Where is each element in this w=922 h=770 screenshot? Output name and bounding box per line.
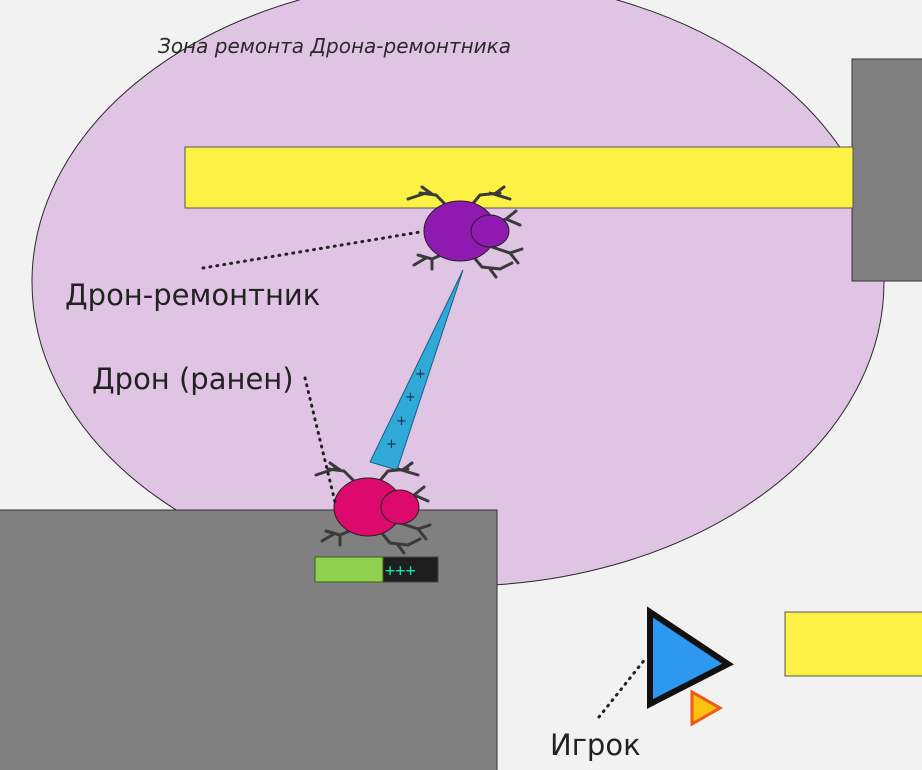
callout-injured-drone: [303, 376, 338, 508]
player-icon: [647, 606, 734, 709]
callout-player: [597, 656, 648, 719]
injured-drone-icon: [314, 461, 432, 555]
health-repair-marks: +++: [385, 561, 416, 581]
beam-mark: +: [386, 437, 397, 452]
zone-title: Зона ремонта Дрона-ремонтника: [158, 34, 511, 58]
beam-mark: +: [396, 414, 407, 429]
barrier-bottom-right: [784, 611, 922, 677]
label-player: Игрок: [550, 728, 641, 762]
callout-repair-drone: [201, 230, 422, 270]
health-bar: +++: [314, 556, 439, 583]
wall-bottom-left: [0, 509, 498, 770]
repair-drone-icon: [406, 185, 524, 279]
player-pointer-icon: [690, 689, 724, 727]
health-bar-fill: [314, 556, 384, 583]
barrier-top: [184, 146, 854, 209]
label-repair-drone: Дрон-ремонтник: [65, 278, 320, 312]
label-injured-drone: Дрон (ранен): [92, 362, 294, 396]
beam-marks: + + + +: [386, 367, 426, 452]
beam-mark: +: [415, 367, 426, 382]
beam-mark: +: [405, 390, 416, 405]
wall-right-top: [851, 58, 922, 282]
repair-beam: [369, 269, 464, 471]
